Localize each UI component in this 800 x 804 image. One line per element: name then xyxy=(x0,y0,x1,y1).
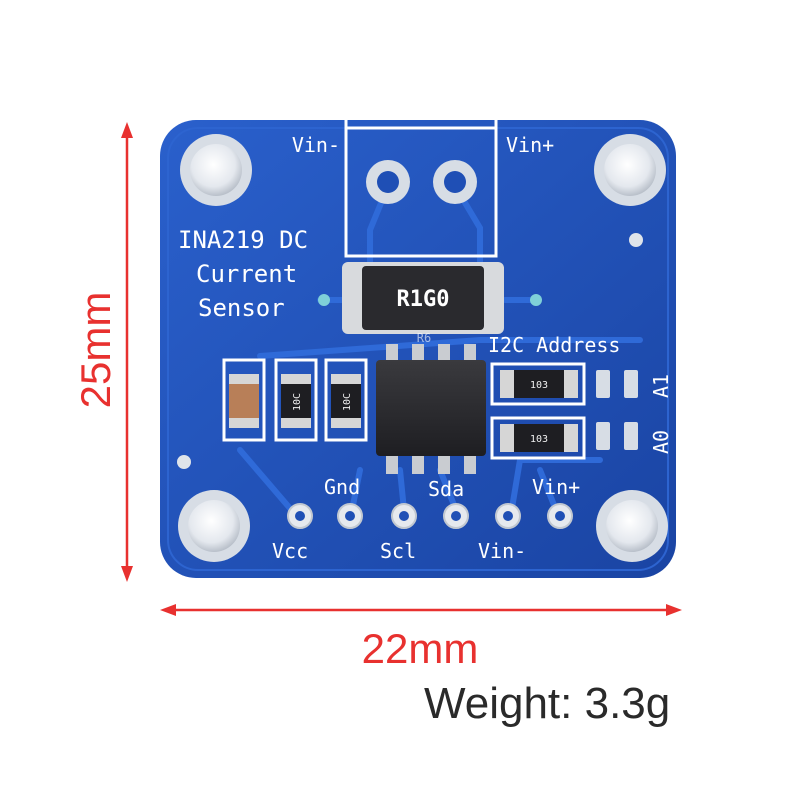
resistor-marking: 10C xyxy=(342,393,353,411)
mounting-hole xyxy=(594,134,666,206)
label-a1: A1 xyxy=(649,374,673,398)
shunt-resistor xyxy=(342,262,504,334)
address-resistor-marking: 103 xyxy=(530,380,548,391)
label-i2c-address: I2C Address xyxy=(488,333,620,357)
pin-label-scl: Scl xyxy=(380,539,416,563)
smd-resistor xyxy=(274,358,318,442)
mounting-hole xyxy=(596,490,668,562)
pin-label-vcc: Vcc xyxy=(272,539,308,563)
pcb-board: Vin- Vin+ INA219 DC Current Sensor R1G0 … xyxy=(160,120,676,578)
height-dimension-label: 25mm xyxy=(72,291,119,409)
address-jumper-pads xyxy=(596,370,638,450)
address-resistor xyxy=(490,362,586,406)
via xyxy=(629,233,643,247)
via xyxy=(318,294,330,306)
shunt-ref: R6 xyxy=(417,331,431,345)
smd-resistor xyxy=(324,358,368,442)
board-title-line2: Current xyxy=(196,260,297,288)
ina219-chip xyxy=(376,344,486,474)
label-vin-plus-top: Vin+ xyxy=(506,133,554,157)
width-dimension-label: 22mm xyxy=(361,625,479,672)
via xyxy=(177,455,191,469)
board-title-line3: Sensor xyxy=(198,294,285,322)
height-dimension-line xyxy=(121,122,133,582)
label-a0: A0 xyxy=(649,430,673,454)
shunt-marking: R1G0 xyxy=(397,287,450,312)
pin-label-vin-plus: Vin+ xyxy=(532,475,580,499)
width-dimension-line xyxy=(160,604,682,616)
terminal-pad xyxy=(433,160,477,204)
via xyxy=(530,294,542,306)
mounting-hole xyxy=(178,490,250,562)
resistor-marking: 10C xyxy=(292,393,303,411)
terminal-pad xyxy=(366,160,410,204)
address-resistor xyxy=(490,416,586,460)
label-vin-minus-top: Vin- xyxy=(292,133,340,157)
address-resistor-marking: 103 xyxy=(530,434,548,445)
pin-label-vin-minus: Vin- xyxy=(478,539,526,563)
weight-label: Weight: 3.3g xyxy=(424,679,671,728)
pin-label-gnd: Gnd xyxy=(324,475,360,499)
board-title-line1: INA219 DC xyxy=(178,226,308,254)
mounting-hole xyxy=(180,134,252,206)
smd-capacitor xyxy=(222,358,266,442)
terminal-block-outline xyxy=(344,126,498,258)
pin-label-sda: Sda xyxy=(428,477,464,501)
